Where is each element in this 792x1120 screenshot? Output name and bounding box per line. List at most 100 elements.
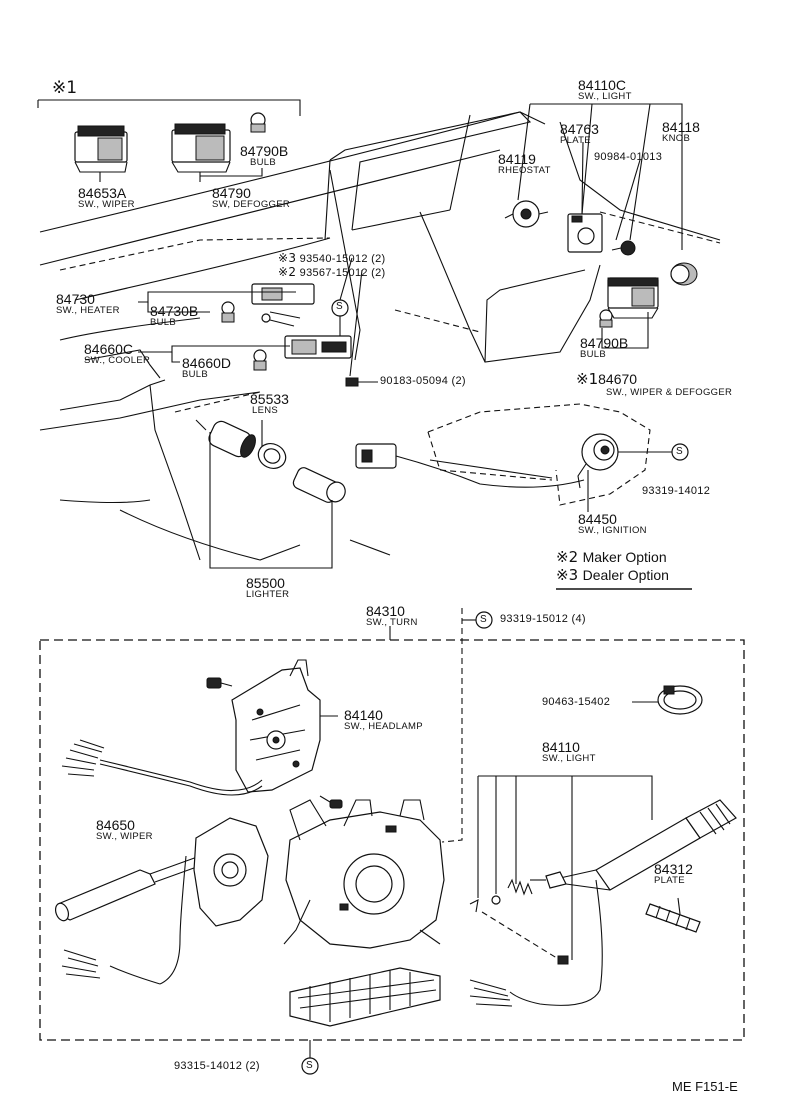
ignition-84450-drawing xyxy=(355,403,672,512)
dealer-legend-text: Dealer Option xyxy=(582,567,669,583)
stud-s-center: S xyxy=(336,301,343,312)
part-84660D: 84660D BULB xyxy=(182,356,231,380)
stud-s-ignition: S xyxy=(676,446,683,457)
maker-legend-text: Maker Option xyxy=(582,549,667,565)
part-number: 84110C xyxy=(578,77,627,93)
part-84119: 84119 RHEOSTAT xyxy=(498,152,551,176)
part-name: SW., IGNITION xyxy=(578,525,647,536)
part-number: 93567-15012 (2) xyxy=(299,267,386,279)
switch-84730-drawing xyxy=(251,283,315,327)
part-name: SW, DEFOGGER xyxy=(212,199,291,210)
dealer-mark: ※3 xyxy=(278,251,297,265)
part-number: 84140 xyxy=(344,707,383,723)
stud-mark-center xyxy=(331,299,349,317)
part-84730B: 84730B BULB xyxy=(150,304,198,328)
part-84118: 84118 KNOB xyxy=(662,120,700,144)
part-93567: ※2 93567-15012 (2) xyxy=(278,266,386,279)
part-number: 84670 xyxy=(598,371,638,387)
plate-84763-drawing xyxy=(567,213,603,253)
dealer-legend-mark: ※3 xyxy=(556,566,579,584)
part-number: 84119 xyxy=(498,151,536,167)
option1-header-mark: ※1 xyxy=(52,78,78,98)
switch-84660C-drawing xyxy=(284,335,352,359)
stud-s-bottom: S xyxy=(306,1060,313,1071)
footer-code: ME F151-E xyxy=(672,1079,738,1094)
part-84790B-right: 84790B BULB xyxy=(580,336,628,360)
maker-legend-mark: ※2 xyxy=(556,548,579,566)
part-name: SW., HEATER xyxy=(56,305,120,316)
part-name: SW., LIGHT xyxy=(578,91,632,102)
stud-mark-turn xyxy=(475,611,493,629)
part-name: KNOB xyxy=(662,133,691,144)
part-number: 84653A xyxy=(78,185,127,201)
part-84110: 84110 SW., LIGHT xyxy=(542,740,596,764)
part-84653A: 84653A SW., WIPER xyxy=(78,186,135,210)
legend-maker: ※2 Maker Option xyxy=(556,550,667,566)
part-number: 84450 xyxy=(578,511,617,527)
wiper-84650-drawing xyxy=(54,817,269,985)
part-84730: 84730 SW., HEATER xyxy=(56,292,120,316)
part-name: PLATE xyxy=(560,135,591,146)
clamp-90463-drawing xyxy=(632,685,703,715)
part-number: 84118 xyxy=(662,119,700,135)
headlamp-wire-harness xyxy=(61,739,263,796)
switch-84670-drawing xyxy=(607,277,659,319)
switch-84790-drawing xyxy=(171,123,263,182)
part-90183: 90183-05094 (2) xyxy=(380,375,466,387)
bulb-84730B-drawing xyxy=(221,301,235,323)
connector-bottom-drawing xyxy=(289,967,441,1058)
part-84140: 84140 SW., HEADLAMP xyxy=(344,708,423,732)
part-name: LENS xyxy=(252,405,279,416)
stud-s-turn: S xyxy=(480,614,487,625)
headlamp-84140-drawing xyxy=(206,659,338,793)
part-number: 84310 xyxy=(366,603,405,619)
leader-lines-center xyxy=(138,257,363,377)
dashboard-outline xyxy=(39,111,721,561)
part-name: RHEOSTAT xyxy=(498,165,551,176)
knob-84118-drawing xyxy=(670,262,698,286)
part-number: 84660C xyxy=(84,341,134,357)
part-number: 85500 xyxy=(246,575,285,591)
part-name: BULB xyxy=(182,369,209,380)
part-number: 84312 xyxy=(654,861,693,877)
stud-mark-ignition xyxy=(671,443,689,461)
bulb-84790B-top-drawing xyxy=(250,112,266,133)
part-90463: 90463-15402 xyxy=(542,696,611,708)
part-84670: ※184670 SW., WIPER & DEFOGGER xyxy=(576,372,732,398)
lighter-85500-drawing xyxy=(195,419,346,569)
screw-small-drawing xyxy=(319,795,343,809)
part-number: 84110 xyxy=(542,739,580,755)
part-name: PLATE xyxy=(654,875,685,886)
bulb-84660D-drawing xyxy=(253,349,267,371)
part-number: 84660D xyxy=(182,355,232,371)
clip-90183-drawing xyxy=(345,377,378,387)
part-93319-15012: 93319-15012 (4) xyxy=(500,613,586,625)
part-90984: 90984-01013 xyxy=(594,151,663,163)
part-number: 84650 xyxy=(96,817,135,833)
part-name: SW., TURN xyxy=(366,617,418,628)
part-name: SW., WIPER & DEFOGGER xyxy=(606,387,733,398)
part-number: 85533 xyxy=(250,391,289,407)
part-name: SW., WIPER xyxy=(78,199,135,210)
part-number: 84790B xyxy=(240,143,289,159)
part-name: BULB xyxy=(150,317,177,328)
turn-switch-assembly-box xyxy=(39,608,745,1041)
part-84763: 84763 PLATE xyxy=(560,122,599,146)
part-84790B-top: 84790B BULB xyxy=(240,144,288,168)
stud-mark-bottom xyxy=(301,1057,319,1075)
legend-dealer: ※3 Dealer Option xyxy=(556,568,669,584)
part-name: BULB xyxy=(580,349,607,360)
part-84312: 84312 PLATE xyxy=(654,862,693,886)
part-number: 84730B xyxy=(150,303,199,319)
part-number: 84730 xyxy=(56,291,95,307)
rheostat-84119-drawing xyxy=(504,200,549,228)
plate-84312-drawing xyxy=(645,897,701,933)
switch-84653A-drawing xyxy=(74,125,128,182)
part-93315: 93315-14012 (2) xyxy=(174,1060,260,1072)
option1-bracket xyxy=(37,99,301,116)
part-number: 84790 xyxy=(212,185,251,201)
leader-lines-upper-right xyxy=(517,103,683,349)
part-93319-14012: 93319-14012 xyxy=(642,485,711,497)
part-name: SW., COOLER xyxy=(84,355,151,366)
part-name: SW., LIGHT xyxy=(542,753,596,764)
